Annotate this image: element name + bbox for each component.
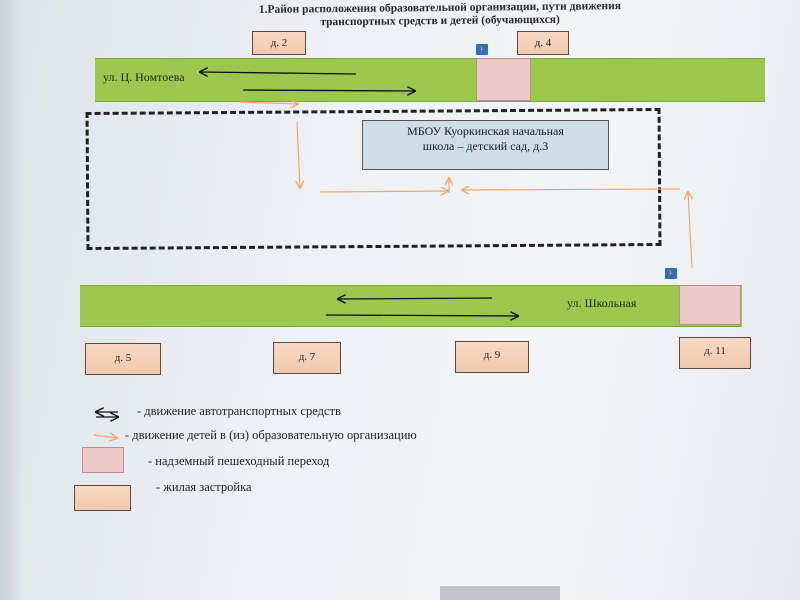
house-d11: д. 11 [679, 337, 751, 369]
road-nomtoeva-label: ул. Ц. Номтоева [103, 70, 185, 84]
legend-housing-swatch [74, 485, 131, 511]
child-path-from-shkolnaya [688, 192, 693, 269]
pedestrian-crossing-bottom [679, 285, 741, 325]
vehicle-arrow-top-left [200, 72, 357, 74]
child-path-to-school-left [319, 191, 448, 192]
pedestrian-crossing-sign-icon: 🚶 [476, 44, 488, 55]
house-d5-label: д. 5 [114, 352, 132, 364]
house-d4-label: д. 4 [534, 37, 552, 49]
school-name-line-1: МБОУ Куоркинская начальная [407, 124, 564, 138]
school-building: МБОУ Куоркинская начальная школа – детск… [362, 120, 609, 170]
vehicle-arrow-bottom-right [325, 315, 518, 316]
pedestrian-crossing-sign-icon: 🚶 [665, 268, 677, 279]
pedestrian-crossing-top [476, 58, 531, 101]
house-d2-label: д. 2 [270, 37, 288, 49]
house-d7: д. 7 [273, 342, 341, 374]
child-path-down [297, 121, 300, 188]
road-nomtoeva [95, 58, 765, 102]
legend-child-arrow [93, 435, 117, 438]
road-shkolnaya [80, 285, 742, 327]
house-d2: д. 2 [252, 31, 306, 55]
house-d4: д. 4 [517, 31, 569, 55]
paper-shadow [0, 0, 24, 600]
legend-vehicles: - движение автотранспортных средств [137, 404, 341, 418]
child-path-to-school-right [462, 189, 681, 190]
road-shkolnaya-label: ул. Школьная [567, 296, 637, 310]
legend-crossing-swatch [82, 447, 124, 473]
house-d9: д. 9 [455, 341, 529, 373]
vehicle-arrow-top-right [242, 90, 415, 91]
house-d7-label: д. 7 [298, 351, 316, 363]
vehicle-arrow-bottom-left [338, 298, 493, 299]
legend-children: - движение детей в (из) образовательную … [125, 428, 417, 442]
photo-shadow [440, 586, 560, 600]
school-name-line-2: школа – детский сад, д.3 [422, 139, 549, 153]
house-d9-label: д. 9 [483, 349, 501, 361]
house-d11-label: д. 11 [704, 345, 726, 357]
child-path-along-top [239, 102, 298, 104]
house-d5: д. 5 [85, 343, 161, 375]
legend-crossing: - надземный пешеходный переход [148, 454, 330, 468]
legend-housing: - жилая застройка [156, 480, 252, 494]
